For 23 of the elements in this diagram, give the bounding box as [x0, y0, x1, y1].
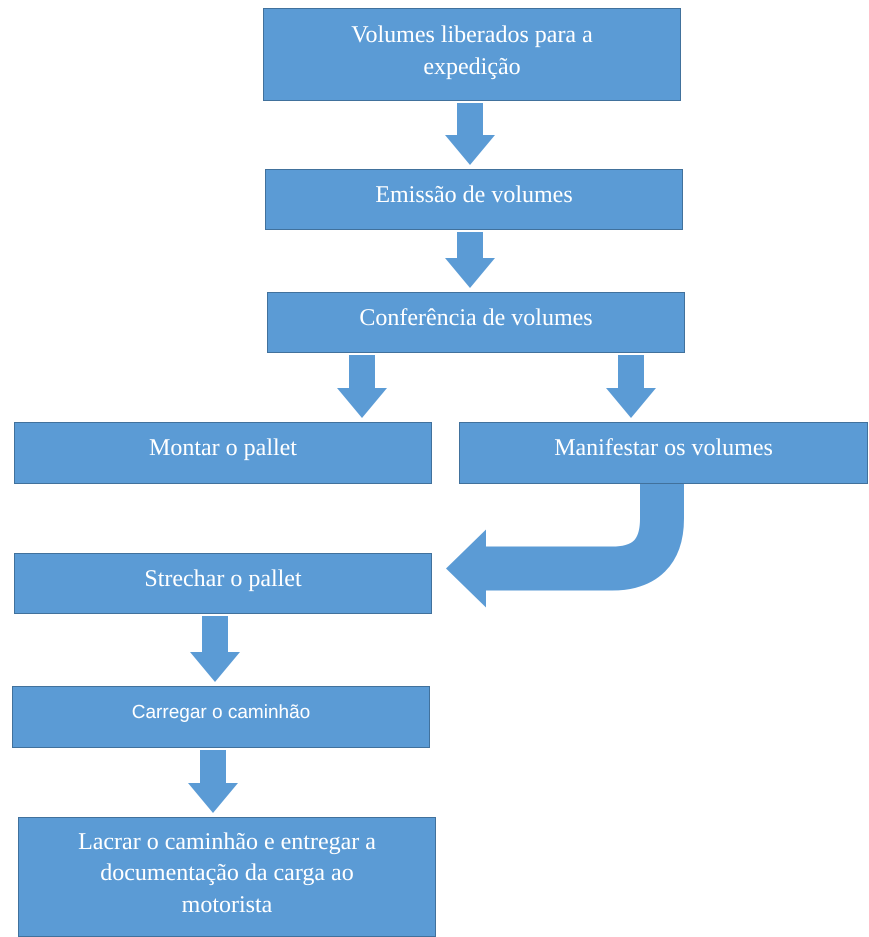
process-box: [263, 8, 681, 101]
process-box: [18, 817, 436, 937]
block-arrow: [190, 616, 240, 682]
process-box: [14, 553, 432, 614]
curved-block-arrow: [446, 484, 684, 608]
box-label: Manifestar os volumes: [554, 434, 773, 464]
block-arrow: [445, 232, 495, 288]
process-box: [265, 169, 683, 230]
box-label: Lacrar o caminhão e entregar a documentação da carga ao motorista: [77, 828, 377, 920]
box-label: Carregar o caminhão: [132, 700, 310, 725]
block-arrow: [337, 355, 387, 418]
block-arrow: [606, 355, 656, 418]
block-arrow: [445, 103, 495, 165]
box-label: Volumes liberados para a expedição: [350, 21, 594, 82]
process-box: [459, 422, 868, 484]
box-label: Emissão de volumes: [375, 180, 573, 210]
box-label: Strechar o pallet: [144, 564, 302, 594]
process-box: [267, 292, 685, 353]
process-box: [12, 686, 430, 748]
box-label: Montar o pallet: [149, 434, 297, 464]
block-arrow: [188, 750, 238, 813]
process-box: [14, 422, 432, 484]
box-label: Conferência de volumes: [359, 304, 593, 333]
